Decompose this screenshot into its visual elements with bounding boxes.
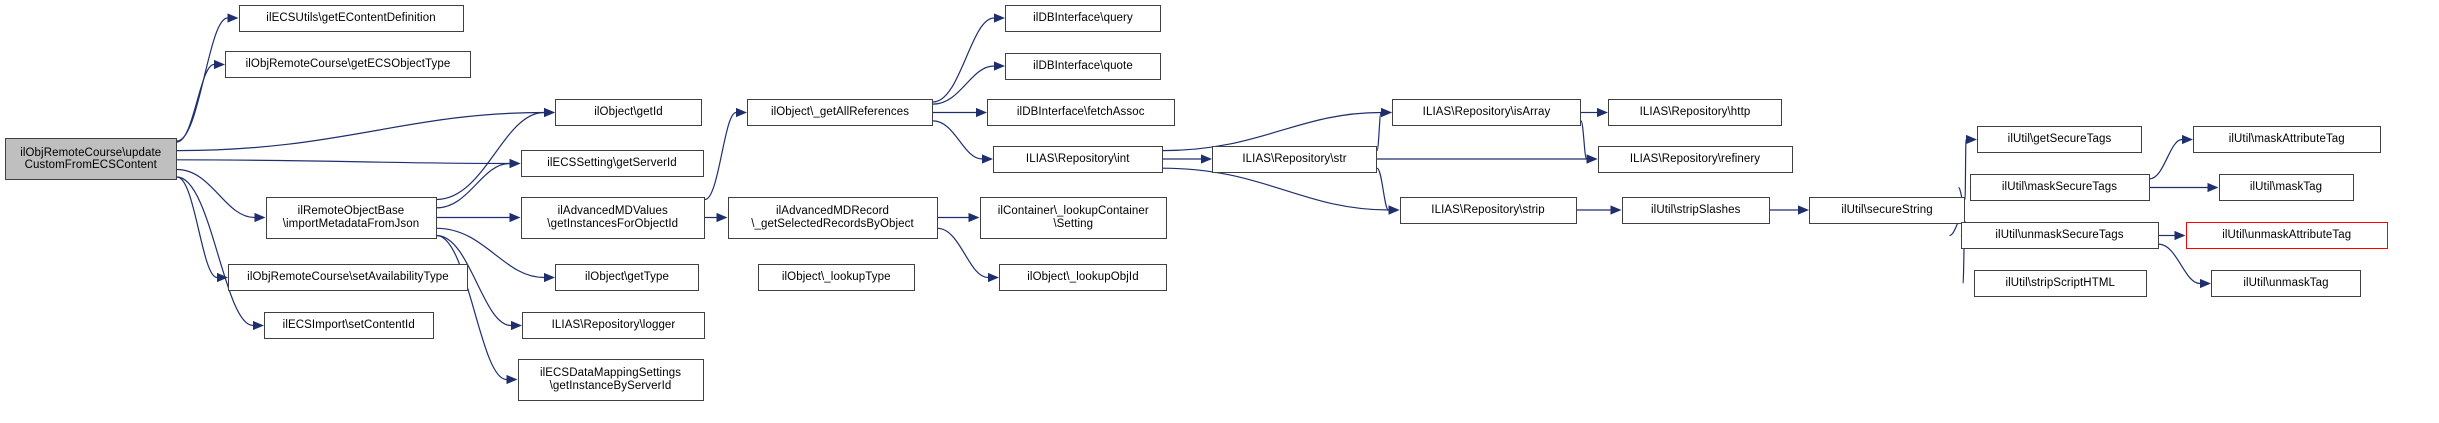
graph-node-stripSlashes[interactable]: ilUtil\stripSlashes <box>1621 196 1770 224</box>
graph-node-repoInt[interactable]: ILIAS\Repository\int <box>993 145 1163 173</box>
graph-node-setAvailabilityType[interactable]: ilObjRemoteCourse\setAvailabilityType <box>228 264 468 291</box>
graph-node-lookupType[interactable]: ilObject\_lookupType <box>757 264 915 291</box>
graph-node-lookupObjId[interactable]: ilObject\_lookupObjId <box>999 264 1167 291</box>
graph-node-getInstancesForObjectId[interactable]: ilAdvancedMDValues \getInstancesForObjec… <box>520 196 705 239</box>
graph-node-getEContentDefinition[interactable]: ilECSUtils\getEContentDefinition <box>238 4 464 32</box>
graph-node-unmaskTag[interactable]: ilUtil\unmaskTag <box>2211 270 2361 297</box>
graph-node-getType[interactable]: ilObject\getType <box>555 264 699 291</box>
graph-node-strip[interactable]: ILIAS\Repository\strip <box>1399 196 1577 224</box>
graph-node-http[interactable]: ILIAS\Repository\http <box>1608 99 1782 126</box>
graph-node-root[interactable]: ilObjRemoteCourse\update CustomFromECSCo… <box>4 138 177 180</box>
graph-node-setContentId[interactable]: ilECSImport\setContentId <box>264 312 434 339</box>
graph-node-getSelectedRecords[interactable]: ilAdvancedMDRecord \_getSelectedRecordsB… <box>727 196 938 239</box>
graph-node-repoStr[interactable]: ILIAS\Repository\str <box>1212 145 1377 173</box>
graph-node-logger[interactable]: ILIAS\Repository\logger <box>522 312 705 339</box>
graph-node-maskTag[interactable]: ilUtil\maskTag <box>2218 174 2354 201</box>
graph-node-getECSObjectType[interactable]: ilObjRemoteCourse\getECSObjectType <box>225 51 471 78</box>
graph-node-unmaskSecureTags[interactable]: ilUtil\unmaskSecureTags <box>1960 222 2159 249</box>
graph-node-lookupContainerSetting[interactable]: ilContainer\_lookupContainer \Setting <box>979 196 1167 239</box>
graph-node-unmaskAttributeTag[interactable]: ilUtil\unmaskAttributeTag <box>2185 222 2388 249</box>
graph-node-quote[interactable]: ilDBInterface\quote <box>1005 52 1161 80</box>
graph-node-importMetadata[interactable]: ilRemoteObjectBase \importMetadataFromJs… <box>265 196 437 239</box>
graph-node-getSecureTags[interactable]: ilUtil\getSecureTags <box>1977 126 2142 153</box>
graph-node-getInstanceByServerId[interactable]: ilECSDataMappingSettings \getInstanceByS… <box>517 358 704 401</box>
graph-node-fetchAssoc[interactable]: ilDBInterface\fetchAssoc <box>987 99 1175 126</box>
graph-node-getAllReferences[interactable]: ilObject\_getAllReferences <box>747 99 933 126</box>
graph-node-secureString[interactable]: ilUtil\secureString <box>1809 196 1965 224</box>
graph-node-maskAttributeTag[interactable]: ilUtil\maskAttributeTag <box>2193 126 2381 153</box>
graph-node-isArray[interactable]: ILIAS\Repository\isArray <box>1392 99 1581 126</box>
graph-node-query[interactable]: ilDBInterface\query <box>1005 4 1161 32</box>
graph-node-getServerId[interactable]: ilECSSetting\getServerId <box>520 150 704 177</box>
graph-node-maskSecureTags[interactable]: ilUtil\maskSecureTags <box>1969 174 2150 201</box>
graph-node-refinery[interactable]: ILIAS\Repository\refinery <box>1597 145 1793 173</box>
graph-node-getId[interactable]: ilObject\getId <box>555 99 702 126</box>
graph-node-stripScriptHTML[interactable]: ilUtil\stripScriptHTML <box>1974 270 2147 297</box>
